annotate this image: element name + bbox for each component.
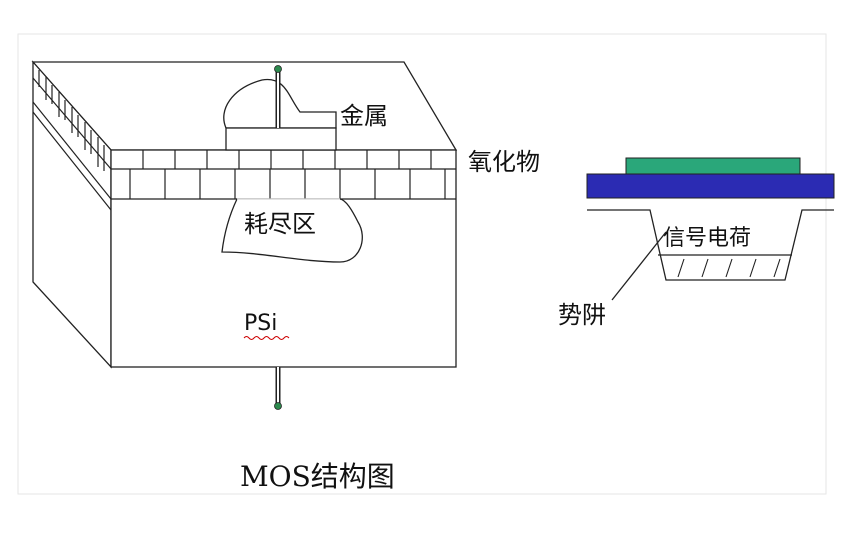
signal-charge-hatch [677,258,781,278]
oxide-layer-side [32,70,112,211]
bottom-terminal [274,367,282,410]
block-front-face [110,149,457,368]
depletion-region [221,198,363,263]
spellcheck-underline [243,336,290,340]
mos-block [31,60,458,369]
potential-well-diagram: 信号电荷 势阱 [558,157,835,329]
label-substrate: PSi [244,311,277,336]
outer-frame [17,33,827,495]
well-pointer [611,231,667,301]
label-signal-charge: 信号电荷 [663,226,751,251]
top-terminal [274,65,282,128]
well-outline [587,209,834,281]
electrode-blue [586,173,835,199]
figure-caption: MOS结构图 [240,460,395,493]
label-oxide: 氧化物 [468,148,540,176]
label-depletion: 耗尽区 [244,210,316,238]
label-potential-well: 势阱 [558,301,606,329]
electrode-green [625,157,801,175]
label-metal: 金属 [340,102,388,130]
